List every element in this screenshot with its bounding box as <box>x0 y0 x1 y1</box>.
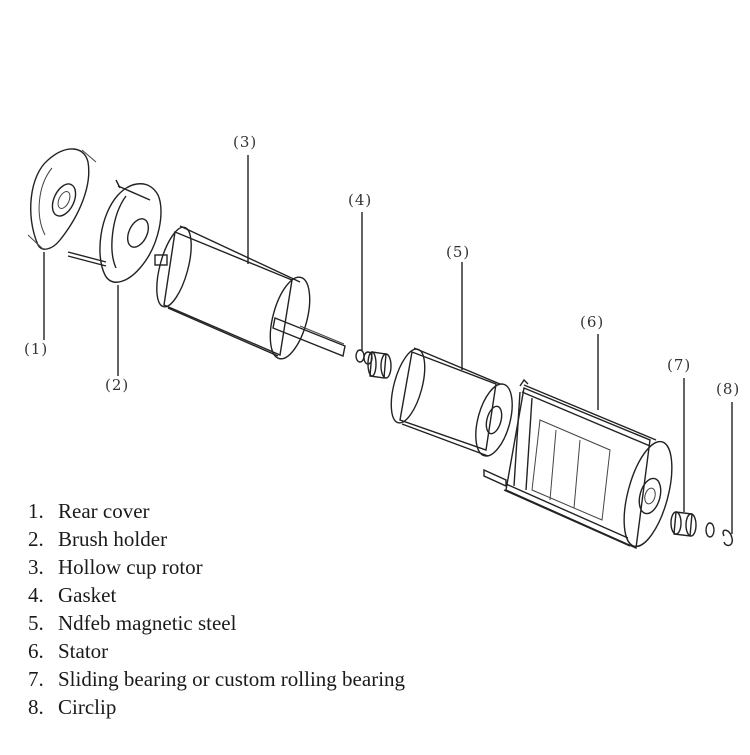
legend-item-gasket: 4. Gasket <box>28 581 405 609</box>
legend-item-brush-holder: 2. Brush holder <box>28 525 405 553</box>
legend-label: Hollow cup rotor <box>58 555 203 579</box>
legend-label: Stator <box>58 639 109 663</box>
callout-6: (6) <box>580 313 605 331</box>
legend-number: 5. <box>28 611 44 635</box>
legend-item-circlip: 8. Circlip <box>28 693 405 721</box>
callout-4: (4) <box>348 191 373 209</box>
legend-number: 6. <box>28 639 44 663</box>
part-brush-holder <box>67 179 162 283</box>
part-hollow-cup-rotor <box>154 225 346 360</box>
legend-label: Brush holder <box>58 527 168 551</box>
callout-2: (2) <box>105 376 130 394</box>
callout-8: (8) <box>716 380 741 398</box>
part-sliding-bearing <box>670 511 697 537</box>
legend-item-rear-cover: 1. Rear cover <box>28 497 405 525</box>
part-ndfeb-magnetic-steel <box>390 347 513 457</box>
legend-label: Rear cover <box>58 499 150 523</box>
legend-label: Ndfeb magnetic steel <box>58 611 237 635</box>
legend-number: 2. <box>28 527 44 551</box>
part-gasket <box>355 349 392 379</box>
legend-number: 7. <box>28 667 44 691</box>
callout-3: (3) <box>233 133 258 151</box>
legend-number: 3. <box>28 555 44 579</box>
legend-item-stator: 6. Stator <box>28 637 405 665</box>
legend-number: 4. <box>28 583 44 607</box>
legend-item-sliding-bearing: 7. Sliding bearing or custom rolling bear… <box>28 665 405 693</box>
callout-5: (5) <box>446 243 471 261</box>
legend-label: Sliding bearing or custom rolling bearin… <box>58 667 406 691</box>
legend-item-ndfeb-magnetic-steel: 5. Ndfeb magnetic steel <box>28 609 405 637</box>
legend-label: Gasket <box>58 583 117 607</box>
part-rear-cover <box>27 148 97 251</box>
legend-label: Circlip <box>58 695 117 719</box>
parts-legend: 1. Rear cover 2. Brush holder 3. Hollow cup… <box>28 497 405 721</box>
callout-7: (7) <box>667 356 692 374</box>
legend-number: 1. <box>28 499 44 523</box>
part-stator <box>483 378 673 550</box>
callout-1: (1) <box>24 340 49 358</box>
part-circlip <box>705 522 734 547</box>
legend-item-hollow-cup-rotor: 3. Hollow cup rotor <box>28 553 405 581</box>
legend-number: 8. <box>28 695 44 719</box>
